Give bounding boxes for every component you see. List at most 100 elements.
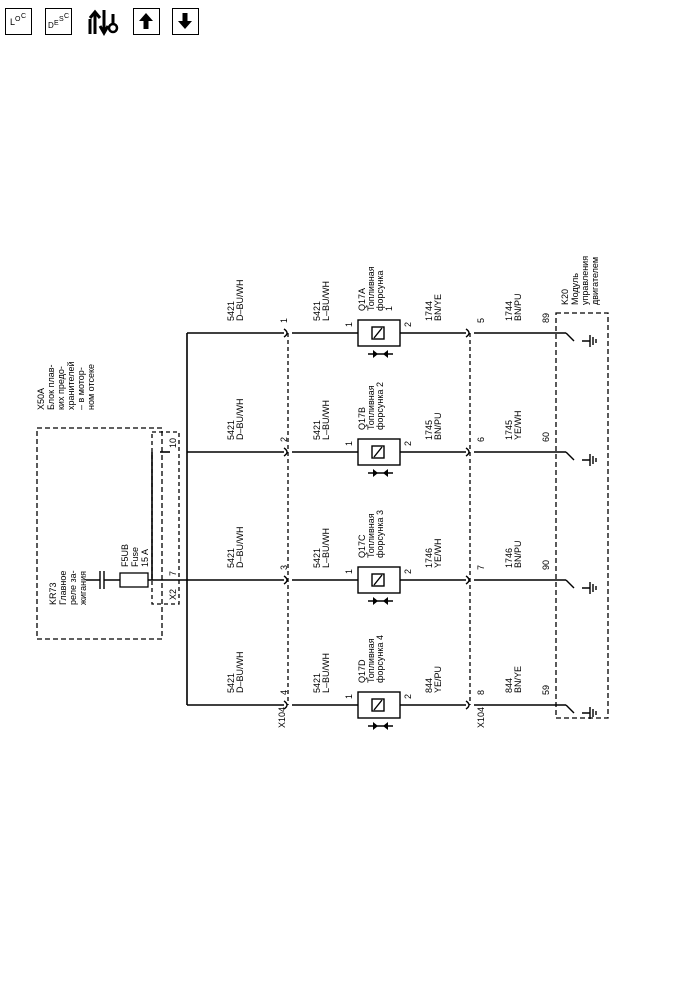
fuse-block-outline: [36, 427, 163, 640]
x104-out-terminal: [465, 328, 470, 338]
ecm-pin-label: 60: [541, 432, 551, 442]
injector-coil-icon: [371, 573, 385, 587]
injector-coil-icon: [371, 445, 385, 459]
x104-in-terminal: [283, 575, 288, 585]
output-color-label: YE/PU: [433, 666, 443, 693]
x104-out-terminal: [465, 447, 470, 457]
x104-in-terminal: [283, 447, 288, 457]
location-icon: L O C: [10, 13, 26, 27]
injector-pin-2-label: 2: [403, 441, 413, 446]
x104-in-pin-label: 2: [279, 437, 289, 442]
location-button[interactable]: L O C: [5, 8, 32, 35]
fuse-block-desc-5: ном отсеке: [86, 364, 96, 410]
relay-desc-1: Главное: [58, 571, 68, 605]
output-color-label: YE/WH: [433, 538, 443, 568]
output-circuit-label: 844: [424, 678, 434, 693]
x2-pin-7: 7: [168, 571, 178, 576]
page-down-button[interactable]: [172, 8, 199, 35]
injector-desc-3: 1: [384, 306, 394, 311]
injector-ref-label: Q17C: [357, 534, 367, 558]
ecm-outline: [555, 312, 609, 719]
x2-pin-10: 10: [168, 438, 178, 448]
x104-in-terminal: [283, 700, 288, 710]
feed-color-label: D–BU/WH: [235, 651, 245, 693]
ecm-circuit-label: 1746: [504, 548, 514, 568]
ecm-pin-label: 89: [541, 313, 551, 323]
x104-out-terminal: [465, 575, 470, 585]
x104-out-pin-label: 6: [476, 437, 486, 442]
ecm-switch-icon: [565, 579, 575, 589]
injector-circuit-label: 5421: [312, 420, 322, 440]
output-color-label: BN/PU: [433, 412, 443, 440]
relay-ref: KR73: [48, 582, 58, 605]
ground-icon: [582, 707, 597, 719]
feed-color-label: D–BU/WH: [235, 398, 245, 440]
injector-body: [357, 566, 401, 594]
injector-ref-label: Q17B: [357, 407, 367, 430]
x104-out-terminal: [465, 700, 470, 710]
injector-pin-1-label: 1: [344, 322, 354, 327]
injector-body: [357, 691, 401, 719]
injector-color-label: L–BU/WH: [321, 281, 331, 321]
ecm-circuit-label: 844: [504, 678, 514, 693]
fuse-rating: 15 A: [140, 549, 150, 567]
fuse-block-ref: X50A: [36, 388, 46, 410]
svg-text:L: L: [10, 17, 15, 27]
output-color-label: BN/YE: [433, 294, 443, 321]
output-circuit-label: 1744: [424, 301, 434, 321]
ecm-desc-3: двигателем: [590, 257, 600, 305]
feed-circuit-label: 5421: [226, 420, 236, 440]
x104-in-pin-label: 1: [279, 318, 289, 323]
description-button[interactable]: D E S C: [45, 8, 72, 35]
relay-desc-3: жигания: [78, 571, 88, 605]
fuse-block-desc-1: Блок плав-: [46, 364, 56, 410]
ecm-switch-icon: [565, 704, 575, 714]
relay-kr73-symbol: [99, 571, 105, 589]
ecm-desc-2: управления: [580, 256, 590, 305]
injector-pin-2-label: 2: [403, 569, 413, 574]
ecm-color-label: BN/PU: [513, 293, 523, 321]
ecm-switch-icon: [565, 451, 575, 461]
svg-text:S: S: [59, 16, 64, 23]
injector-body: [357, 438, 401, 466]
feed-circuit-label: 5421: [226, 548, 236, 568]
injector-ref-label: Q17D: [357, 659, 367, 683]
x104-in-pin-label: 3: [279, 565, 289, 570]
injector-desc-2: форсунка 3: [375, 510, 385, 558]
injector-pin-1-label: 1: [344, 441, 354, 446]
injector-desc-1: Топливная: [366, 266, 376, 311]
ground-icon: [582, 454, 597, 466]
fuse-name: Fuse: [130, 547, 140, 567]
x104-in-terminal: [283, 328, 288, 338]
x2-label: X2: [168, 589, 178, 600]
injector-pin-2-label: 2: [403, 694, 413, 699]
output-circuit-label: 1746: [424, 548, 434, 568]
injector-desc-2: форсунка 4: [375, 635, 385, 683]
injector-color-label: L–BU/WH: [321, 653, 331, 693]
feed-color-label: D–BU/WH: [235, 279, 245, 321]
injector-circuit-label: 5421: [312, 548, 322, 568]
injector-desc-2: форсунка 2: [375, 382, 385, 430]
ecm-pin-label: 90: [541, 560, 551, 570]
relay-desc-2: реле за-: [68, 570, 78, 605]
ecm-color-label: BN/YE: [513, 666, 523, 693]
feed-circuit-label: 5421: [226, 673, 236, 693]
svg-text:C: C: [64, 13, 69, 20]
output-circuit-label: 1745: [424, 420, 434, 440]
svg-text:D: D: [48, 21, 54, 30]
injector-coil-icon: [371, 698, 385, 712]
injector-desc-2: форсунка: [375, 270, 385, 311]
circuit-flow-icon[interactable]: [86, 8, 122, 36]
x104-right-label: X104: [476, 707, 486, 728]
ground-icon: [582, 582, 597, 594]
injector-circuit-label: 5421: [312, 673, 322, 693]
x104-out-pin-label: 5: [476, 318, 486, 323]
ecm-pin-label: 59: [541, 685, 551, 695]
page-up-button[interactable]: [133, 8, 160, 35]
arrow-down-icon: [178, 13, 192, 29]
injector-color-label: L–BU/WH: [321, 400, 331, 440]
injector-pin-1-label: 1: [344, 694, 354, 699]
